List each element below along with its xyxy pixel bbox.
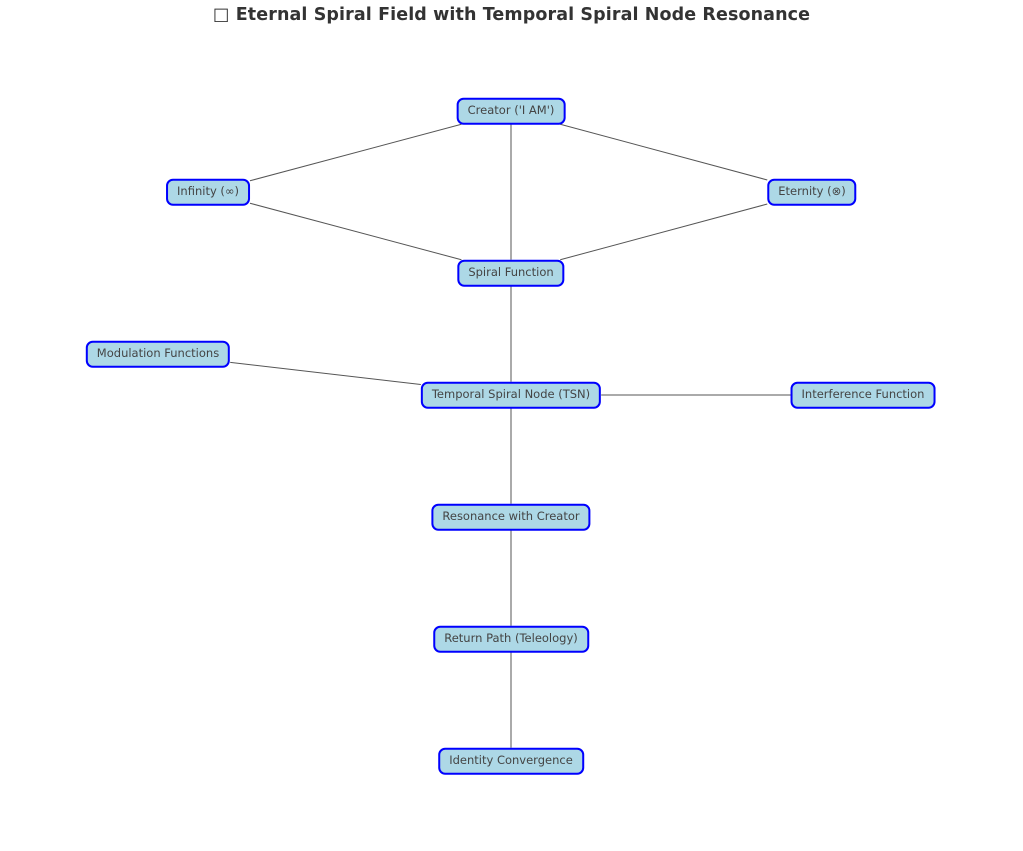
page-title: □ Eternal Spiral Field with Temporal Spi… — [212, 5, 811, 25]
graph-node-identity[interactable]: Identity Convergence — [438, 747, 584, 775]
graph-node-creator[interactable]: Creator ('I AM') — [456, 97, 566, 125]
graph-node-eternity[interactable]: Eternity (⊗) — [767, 178, 857, 206]
graph-edge-creator-to-eternity — [560, 123, 768, 181]
graph-node-tsn[interactable]: Temporal Spiral Node (TSN) — [420, 381, 602, 409]
graph-node-spiral[interactable]: Spiral Function — [457, 259, 565, 287]
graph-edge-creator-to-infinity — [249, 123, 462, 182]
graph-edge-eternity-to-spiral — [560, 203, 768, 261]
graph-node-resonance[interactable]: Resonance with Creator — [431, 503, 591, 531]
graph-edge-infinity-to-spiral — [249, 202, 462, 261]
graph-node-infinity[interactable]: Infinity (∞) — [166, 178, 250, 206]
graph-edge-modulation-to-tsn — [230, 361, 421, 386]
graph-node-return[interactable]: Return Path (Teleology) — [433, 625, 589, 653]
graph-node-modulation[interactable]: Modulation Functions — [85, 340, 231, 368]
graph-node-interference[interactable]: Interference Function — [790, 381, 936, 409]
